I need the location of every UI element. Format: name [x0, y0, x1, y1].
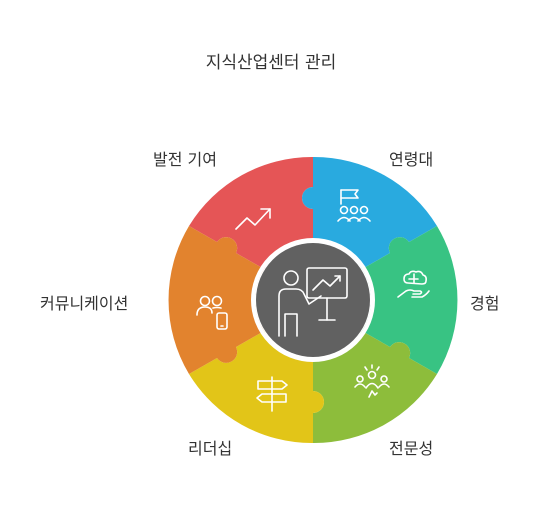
brain-hand-icon	[397, 270, 430, 298]
label-right: 경험	[470, 294, 500, 313]
expert-group-icon	[354, 364, 390, 398]
segment-top-left[interactable]	[189, 156, 313, 269]
diagram-title: 지식산업센터 관리	[205, 53, 337, 73]
center-ring	[251, 238, 375, 362]
segment-left[interactable]	[168, 226, 264, 374]
label-top-left: 발전 기여	[153, 150, 217, 169]
signpost-icon	[256, 376, 288, 412]
center-circle[interactable]	[256, 243, 370, 357]
label-bottom-left: 리더십	[188, 439, 233, 458]
segment-top-right[interactable]	[302, 156, 437, 269]
team-flag-icon	[337, 189, 371, 222]
trend-up-icon	[235, 208, 271, 230]
label-top-right: 연령대	[389, 150, 434, 169]
segment-bottom-left[interactable]	[189, 331, 324, 444]
presentation-icon	[278, 267, 348, 337]
segment-right[interactable]	[362, 226, 458, 374]
label-bottom-right: 전문성	[389, 439, 434, 458]
people-phone-icon	[196, 295, 228, 330]
label-left: 커뮤니케이션	[40, 294, 129, 313]
segment-bottom-right[interactable]	[313, 331, 437, 444]
